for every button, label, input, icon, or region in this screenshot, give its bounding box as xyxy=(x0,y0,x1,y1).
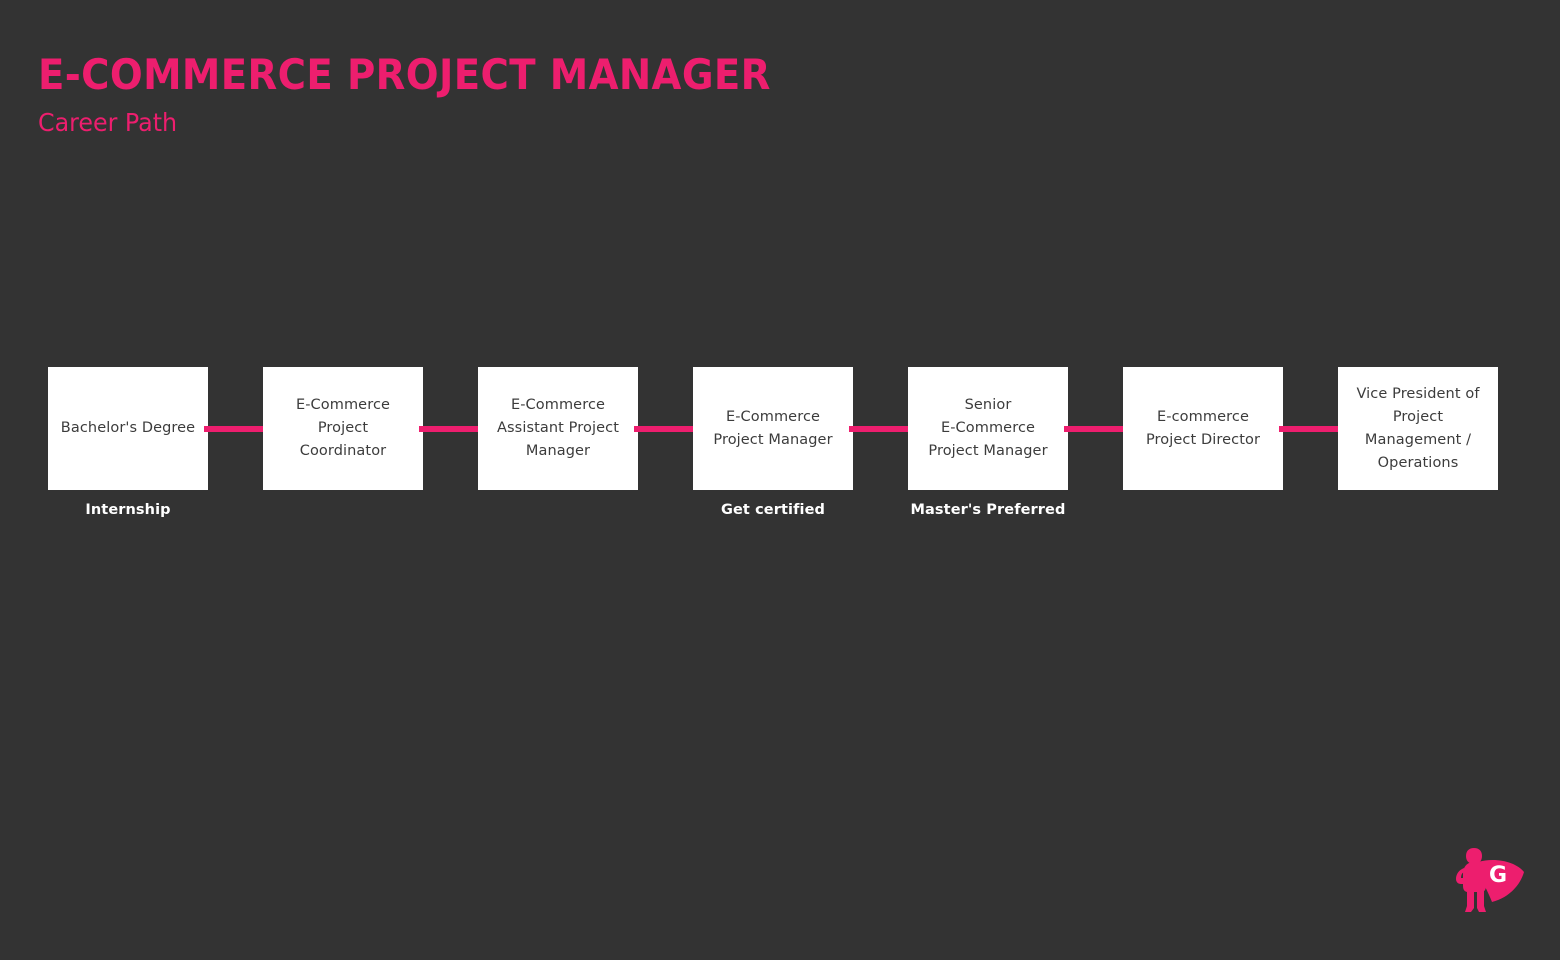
career-step-box[interactable]: E-Commerce Assistant Project Manager xyxy=(478,367,638,490)
career-step-connector xyxy=(204,367,267,490)
page-title: E-COMMERCE PROJECT MANAGER xyxy=(38,50,771,99)
logo-letter: G xyxy=(1489,863,1507,888)
career-step-label: Senior E-Commerce Project Manager xyxy=(928,397,1048,459)
header: E-COMMERCE PROJECT MANAGER Career Path xyxy=(38,52,835,138)
career-step-caption: Internship xyxy=(85,502,171,518)
career-step-connector xyxy=(634,367,697,490)
career-step-caption: Get certified xyxy=(721,502,825,518)
career-step-connector xyxy=(849,367,912,490)
career-step[interactable]: E-Commerce Project Coordinator xyxy=(263,367,423,490)
career-step-connector xyxy=(1279,367,1342,490)
career-step-label: E-Commerce Assistant Project Manager xyxy=(497,397,619,459)
career-step[interactable]: Vice President of Project Management / O… xyxy=(1338,367,1498,490)
career-step-box[interactable]: E-commerce Project Director xyxy=(1123,367,1283,490)
career-step[interactable]: E-Commerce Assistant Project Manager xyxy=(478,367,638,490)
career-step-label: Vice President of Project Management / O… xyxy=(1356,385,1480,471)
page-subtitle: Career Path xyxy=(38,108,178,137)
superhero-g-logo-icon: G xyxy=(1448,840,1528,920)
career-step-label: E-Commerce Project Coordinator xyxy=(295,397,391,459)
career-step-box[interactable]: Bachelor's Degree xyxy=(48,367,208,490)
career-step-box[interactable]: Senior E-Commerce Project Manager xyxy=(908,367,1068,490)
career-step-label: E-Commerce Project Manager xyxy=(713,408,833,448)
career-step-label: E-commerce Project Director xyxy=(1145,408,1261,448)
career-step-box[interactable]: Vice President of Project Management / O… xyxy=(1338,367,1498,490)
career-step-connector xyxy=(1064,367,1127,490)
career-step-connector xyxy=(419,367,482,490)
career-step-label: Bachelor's Degree xyxy=(60,420,196,436)
career-step-box[interactable]: E-Commerce Project Coordinator xyxy=(263,367,423,490)
career-step-box[interactable]: E-Commerce Project Manager xyxy=(693,367,853,490)
career-step-caption: Master's Preferred xyxy=(910,502,1066,518)
career-step[interactable]: E-commerce Project Director xyxy=(1123,367,1283,490)
